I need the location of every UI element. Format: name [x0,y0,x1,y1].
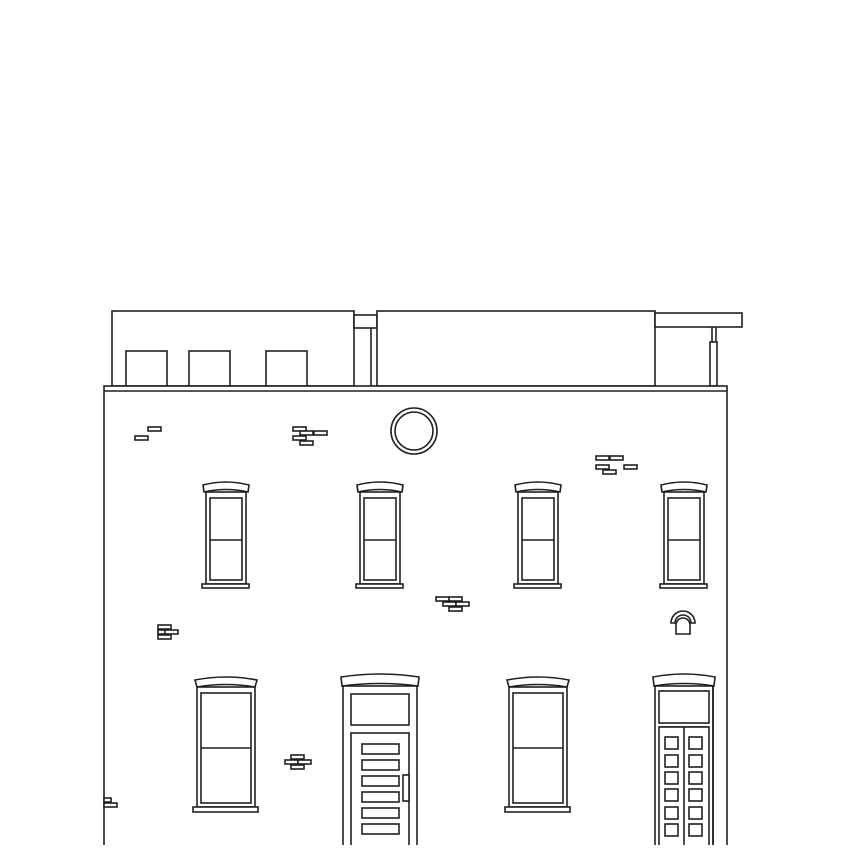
upper-window-3 [513,481,562,589]
rooftop-canopy [654,312,743,328]
rooftop-penthouse-right [376,310,656,387]
upper-window-4 [659,481,708,589]
exposed-bricks [103,426,638,808]
wall-lamp-icon [670,610,696,635]
rooftop-vent-1 [125,350,168,387]
upper-window-1 [201,481,250,589]
lower-window-2 [504,676,571,813]
rooftop [111,310,743,387]
rooftop-vent-3 [265,350,308,387]
rooftop-connector [353,314,378,329]
front-door-main [340,673,420,849]
lower-window-1 [192,676,259,813]
rooftop-vent-2 [188,350,231,387]
front-door-right [652,673,716,849]
door-handle [402,774,410,802]
canopy-post [709,341,718,387]
round-window [390,407,438,455]
upper-window-2 [355,481,404,589]
